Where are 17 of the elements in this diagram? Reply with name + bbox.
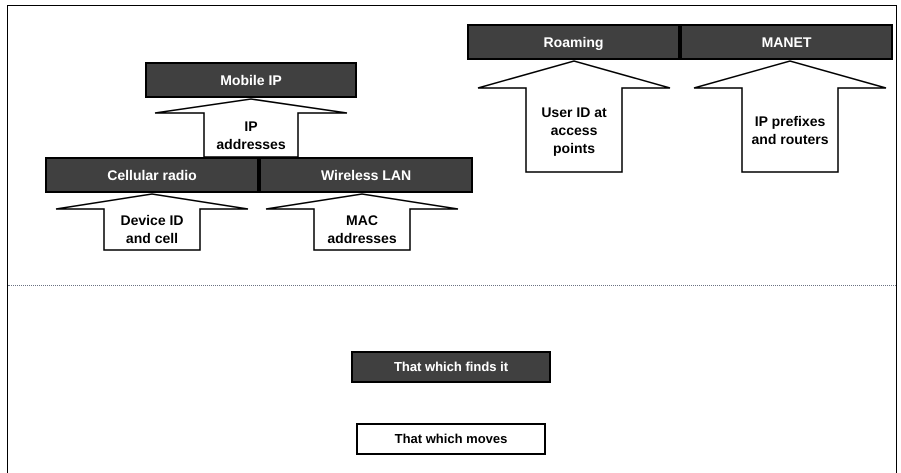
layer-box: Cellular radio <box>45 157 259 193</box>
block-arrow <box>265 193 459 251</box>
layer-box: Wireless LAN <box>259 157 473 193</box>
block-arrow <box>477 60 671 173</box>
layer-box: Mobile IP <box>145 62 357 98</box>
legend-swatch: That which moves <box>356 423 546 455</box>
block-arrow <box>154 98 348 158</box>
block-arrow <box>55 193 249 251</box>
edge-label: User ID at access points <box>540 102 608 156</box>
legend-swatch: That which finds it <box>351 351 551 383</box>
edge-label: Device ID and cell <box>119 211 185 247</box>
layer-box: MANET <box>680 24 893 60</box>
layer-box: Roaming <box>467 24 680 60</box>
block-arrow <box>693 60 887 173</box>
edge-label: MAC addresses <box>326 211 398 247</box>
edge-label: IP addresses <box>215 116 287 152</box>
edge-label: IP prefixes and routers <box>750 112 830 148</box>
